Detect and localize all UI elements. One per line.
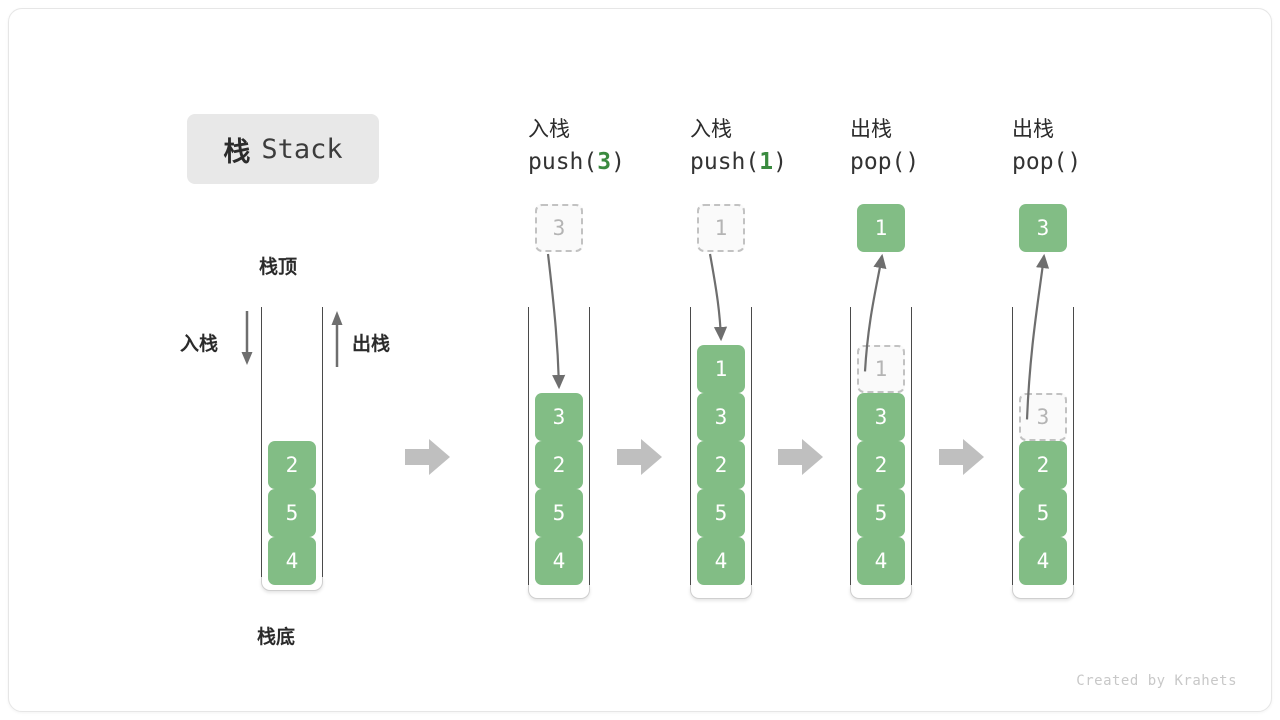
stack-element: 2 (1019, 441, 1067, 489)
stack-element: 3 (697, 393, 745, 441)
stack-wall-left (261, 307, 262, 577)
transition-arrow-icon (405, 437, 451, 477)
page-title-cn: 栈 (223, 136, 252, 167)
stack-element: 2 (268, 441, 316, 489)
step-operation-label: 出栈 (1012, 118, 1054, 141)
step-operation-label: 入栈 (528, 118, 570, 141)
step-operation-code: push(3) (528, 149, 625, 175)
incoming-element: 1 (697, 204, 745, 252)
step-header-push-1: 入栈 push(1) (690, 115, 860, 179)
push-label-text: 入栈 (180, 334, 219, 355)
push-direction-label: 入栈 (180, 329, 218, 356)
stack-element: 4 (268, 537, 316, 585)
stack-element: 5 (857, 489, 905, 537)
stack-element: 3 (857, 393, 905, 441)
stack-element: 5 (1019, 489, 1067, 537)
stack-element: 2 (697, 441, 745, 489)
step-operation-label: 入栈 (690, 118, 732, 141)
stack-wall-right (589, 307, 590, 585)
pop-label-text: 出栈 (352, 334, 391, 355)
popped-element: 1 (857, 204, 905, 252)
stack-element: 4 (697, 537, 745, 585)
stack-element: 2 (535, 441, 583, 489)
stack-wall-left (1012, 307, 1013, 585)
stack-element-ghost: 3 (1019, 393, 1067, 441)
stack-floor (690, 585, 752, 599)
stack-element-ghost: 1 (857, 345, 905, 393)
stack-top-label-wrap: 栈顶 (259, 252, 297, 279)
stack-wall-right (322, 307, 323, 577)
stack-floor (1012, 585, 1074, 599)
stack-wall-left (850, 307, 851, 585)
stack-element: 5 (268, 489, 316, 537)
stack-element: 1 (697, 345, 745, 393)
stack-element: 5 (535, 489, 583, 537)
step-operation-label: 出栈 (850, 118, 892, 141)
stack-wall-right (1073, 307, 1074, 585)
step-operation-code: pop() (850, 149, 920, 175)
stack-wall-left (690, 307, 691, 585)
step-header-pop-3: 出栈 pop() (1012, 115, 1182, 179)
stack-bottom-label: 栈底 (257, 627, 296, 648)
push-down-arrow-icon (239, 311, 255, 367)
page-title-badge: 栈 Stack (187, 114, 379, 184)
step-operation-code: pop() (1012, 149, 1082, 175)
stack-wall-right (751, 307, 752, 585)
stack-floor (528, 585, 590, 599)
incoming-element: 3 (535, 204, 583, 252)
step-operation-argument: 3 (597, 149, 612, 175)
step-header-pop-1: 出栈 pop() (850, 115, 1020, 179)
step-header-push-3: 入栈 push(3) (528, 115, 698, 179)
stack-element: 4 (535, 537, 583, 585)
stack-element: 4 (1019, 537, 1067, 585)
step-operation-argument: 1 (759, 149, 774, 175)
stack-wall-right (911, 307, 912, 585)
stack-element: 4 (857, 537, 905, 585)
stack-element: 5 (697, 489, 745, 537)
pop-direction-label: 出栈 (352, 329, 390, 356)
footer-credit: Created by Krahets (1076, 673, 1237, 689)
pop-up-arrow-icon (329, 311, 345, 367)
transition-arrow-icon (778, 437, 824, 477)
transition-arrow-icon (939, 437, 985, 477)
page-title-en: Stack (261, 133, 343, 165)
transition-arrow-icon (617, 437, 663, 477)
popped-element: 3 (1019, 204, 1067, 252)
stack-floor (850, 585, 912, 599)
step-operation-code: push(1) (690, 149, 787, 175)
stack-top-label: 栈顶 (259, 257, 298, 278)
stack-bottom-label-wrap: 栈底 (257, 622, 295, 649)
stack-element: 3 (535, 393, 583, 441)
stack-element: 2 (857, 441, 905, 489)
stack-wall-left (528, 307, 529, 585)
